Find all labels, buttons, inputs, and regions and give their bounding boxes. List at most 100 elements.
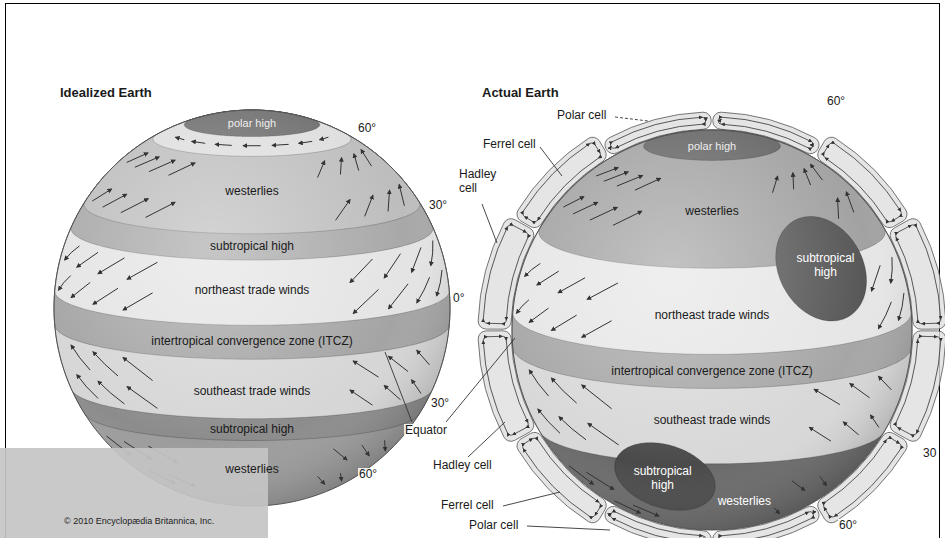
leader-line <box>615 117 648 121</box>
wind-arrow <box>412 247 421 272</box>
wind-arrow <box>123 358 153 381</box>
wind-arrow <box>93 288 118 304</box>
wind-arrow <box>71 345 90 370</box>
circulation-cells <box>478 112 945 538</box>
wind-arrow <box>121 199 148 213</box>
latitude-label: 30° <box>430 397 450 411</box>
wind-arrow <box>538 409 560 433</box>
wind-arrow <box>792 481 805 491</box>
cell-label: Hadley cell <box>458 168 506 196</box>
wind-arrow <box>350 259 372 283</box>
wind-arrow <box>389 284 409 309</box>
leader-line <box>446 338 515 422</box>
wind-arrow <box>123 293 153 310</box>
latitude-label: 30 <box>922 447 937 461</box>
wind-arrow <box>412 380 421 394</box>
latitude-label: 30° <box>428 199 448 213</box>
cell-label: Polar cell <box>468 519 519 533</box>
wind-arrow <box>333 449 347 460</box>
cell-label: Hadley cell <box>432 459 493 473</box>
wind-arrow <box>149 160 175 171</box>
latitude-label: 60° <box>838 519 858 533</box>
wind-arrow <box>586 472 614 489</box>
wind-arrow <box>299 141 312 143</box>
wind-arrow <box>525 263 541 276</box>
wind-arrow <box>77 375 98 399</box>
wind-arrow <box>809 427 831 441</box>
wind-arrow <box>563 197 583 207</box>
pressure-label: polar high <box>688 140 736 153</box>
wind-arrow <box>891 257 892 283</box>
pressure-label: subtropical high <box>210 240 294 254</box>
wind-arrow <box>98 381 124 404</box>
latitude-label: 0° <box>452 292 465 306</box>
wind-arrow <box>384 440 386 451</box>
wind-arrow <box>814 389 840 404</box>
wind-arrow <box>353 361 378 377</box>
leader-line <box>503 492 560 506</box>
wind-label: northeast trade winds <box>195 284 310 298</box>
leader-line <box>527 526 610 530</box>
wind-arrow <box>582 321 612 338</box>
wind-arrow <box>361 150 372 167</box>
wind-arrow <box>431 240 433 265</box>
wind-arrow <box>551 315 576 330</box>
wind-arrow <box>272 144 288 145</box>
wind-arrow <box>320 137 329 140</box>
latitude-label: 60° <box>358 468 378 482</box>
wind-arrow <box>384 254 400 278</box>
wind-arrow <box>135 157 159 167</box>
wind-arrow <box>773 176 778 192</box>
wind-arrow <box>318 476 325 484</box>
copyright-note: © 2010 Encyclopædia Britannica, Inc. <box>64 516 214 526</box>
wind-arrow <box>340 473 341 481</box>
wind-arrow <box>517 300 529 313</box>
wind-arrow <box>573 202 598 214</box>
wind-arrow <box>635 178 661 190</box>
idealized-globe <box>54 110 450 506</box>
wind-arrow <box>559 417 586 440</box>
wind-arrow <box>843 422 858 435</box>
wind-arrow <box>838 198 839 219</box>
wind-arrow <box>899 293 904 320</box>
wind-arrow <box>596 168 618 176</box>
wind-arrow <box>590 207 617 220</box>
wind-arrow <box>192 141 205 143</box>
wind-arrow <box>176 137 185 140</box>
wind-arrow <box>633 505 659 516</box>
wind-arrow <box>318 161 325 178</box>
wind-arrow <box>820 476 826 485</box>
wind-arrow <box>65 246 80 260</box>
wind-label: westerlies <box>225 185 278 199</box>
wind-arrow <box>872 265 881 291</box>
zone-label: intertropical convergence zone (ITCZ) <box>611 365 812 379</box>
wind-arrow <box>804 169 811 185</box>
callout-label: Equator <box>404 424 448 438</box>
wind-arrow <box>417 350 430 365</box>
wind-arrow <box>399 185 404 206</box>
wind-arrow <box>774 508 780 514</box>
wind-arrow <box>878 302 891 329</box>
wind-label: northeast trade winds <box>655 309 770 323</box>
wind-arrow <box>98 258 124 274</box>
leader-line <box>385 352 412 422</box>
wind-arrow <box>810 164 822 180</box>
wind-arrow <box>587 283 618 299</box>
wind-arrow <box>846 192 854 213</box>
wind-label: southeast trade winds <box>654 414 771 428</box>
wind-arrow <box>146 202 175 217</box>
wind-label: westerlies <box>718 495 771 509</box>
wind-arrow <box>617 176 643 187</box>
wind-arrow <box>384 386 400 400</box>
wind-label: westerlies <box>225 463 278 477</box>
wind-arrow <box>169 163 195 175</box>
cell-label: Polar cell <box>556 109 607 123</box>
wind-arrow <box>558 278 585 293</box>
wind-arrow <box>529 370 548 396</box>
wind-arrow <box>850 384 870 398</box>
wind-arrow <box>529 308 548 322</box>
wind-arrow <box>336 200 351 221</box>
wind-arrow <box>604 172 628 181</box>
